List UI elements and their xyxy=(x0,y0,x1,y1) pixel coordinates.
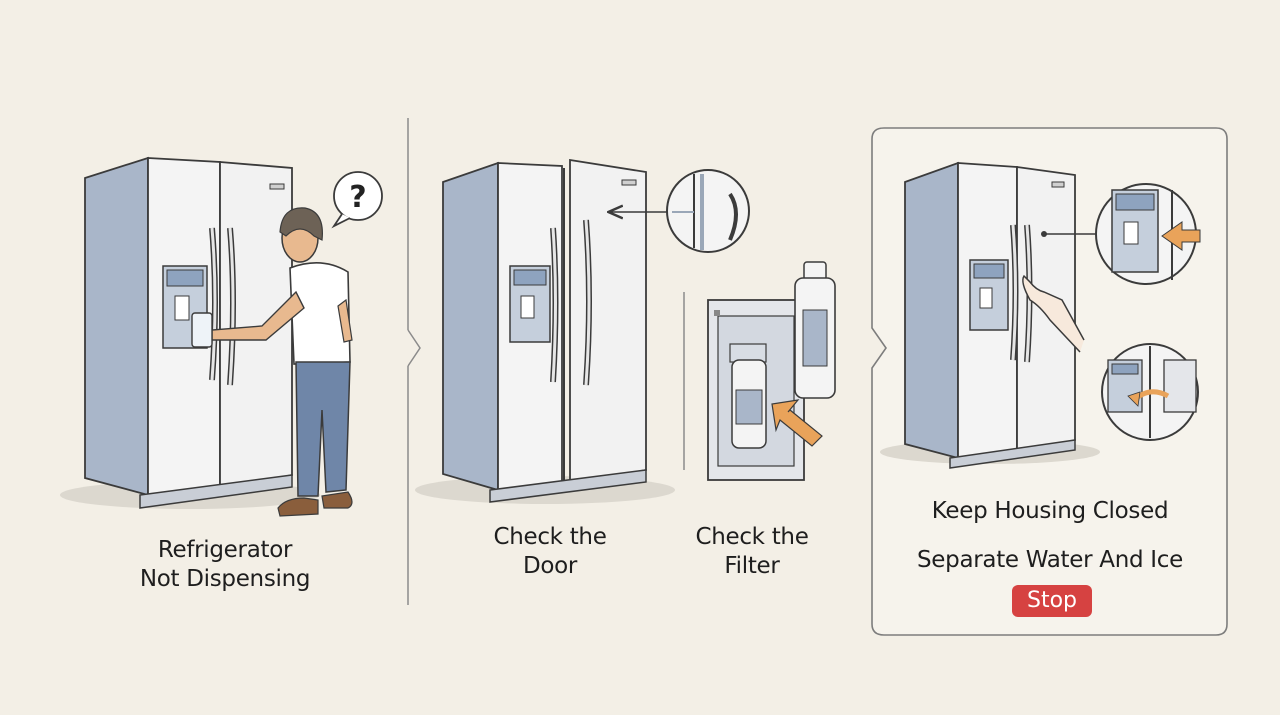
filter-housing-illustration xyxy=(683,292,805,481)
magnifier-dispenser-icon xyxy=(1095,183,1201,285)
caption-line: Filter xyxy=(724,553,780,579)
result-line-separate-water-ice: Separate Water And Ice xyxy=(917,547,1183,573)
caption-line: Refrigerator xyxy=(157,537,293,563)
question-mark: ? xyxy=(349,180,366,215)
stop-badge: Stop xyxy=(1012,585,1092,617)
result-line-keep-housing-closed: Keep Housing Closed xyxy=(931,498,1169,524)
caption-line: Not Dispensing xyxy=(139,566,311,592)
question-bubble-icon xyxy=(331,171,383,229)
refrigerator-illustration-2 xyxy=(415,158,675,504)
caption-line: Door xyxy=(522,553,578,579)
refrigerator-illustration-1 xyxy=(60,156,320,509)
refrigerator-illustration-3 xyxy=(880,161,1100,469)
hand-icon xyxy=(1022,274,1085,353)
filter-cartridge-illustration xyxy=(794,261,836,399)
caption-line: Check the xyxy=(695,524,809,550)
magnifier-icon xyxy=(666,169,750,253)
person-illustration xyxy=(191,207,353,517)
magnifier-ice-water-icon xyxy=(1101,343,1199,441)
pointer-line xyxy=(1041,231,1098,237)
panel-divider-left xyxy=(407,118,421,605)
step-caption-check-door: Check the Door xyxy=(470,523,630,581)
step-caption-refrigerator-not-dispensing: Refrigerator Not Dispensing xyxy=(120,536,330,594)
arrow-orange-icon xyxy=(771,399,823,447)
step-caption-check-filter: Check the Filter xyxy=(672,523,832,581)
caption-line: Check the xyxy=(493,524,607,550)
